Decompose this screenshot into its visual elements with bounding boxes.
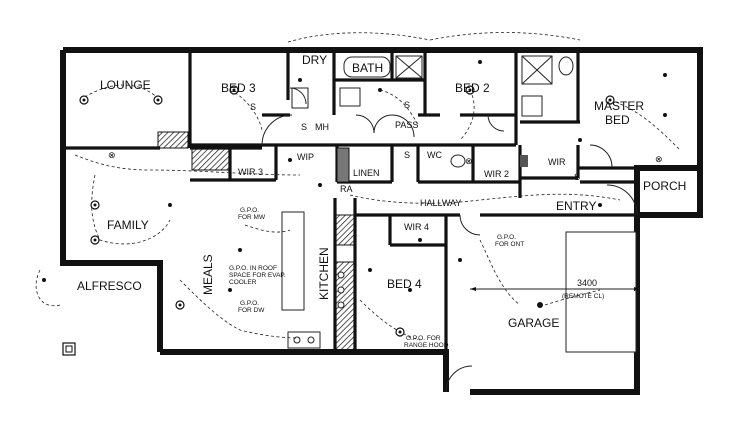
room-label-hallway: HALLWAY bbox=[420, 198, 461, 208]
room-label-entry: ENTRY bbox=[556, 199, 596, 213]
room-label-dry: DRY bbox=[302, 53, 327, 67]
room-label-ra: RA bbox=[340, 184, 353, 194]
room-labels: LOUNGE BED 3 DRY BATH BED 2 MASTER BED M… bbox=[77, 53, 686, 330]
smoke-detector-symbol: ⊗ bbox=[108, 150, 116, 160]
note-gpo-roof-line3: COOLER bbox=[229, 279, 257, 286]
light-points bbox=[42, 60, 692, 337]
note-gpo-ont-line1: G.P.O. bbox=[497, 234, 516, 241]
room-label-master-bed-line1: MASTER bbox=[594, 99, 644, 113]
note-gpo-dw-line2: FOR DW bbox=[238, 307, 265, 314]
room-label-wir: WIR bbox=[548, 157, 566, 167]
note-gpo-roof-line2: SPACE FOR EVAP. bbox=[229, 272, 286, 279]
room-label-garage: GARAGE bbox=[508, 316, 559, 330]
switch-symbols: S S S S S ⊗ ⊗ ⊗ bbox=[108, 100, 663, 182]
smoke-detector-symbol: ⊗ bbox=[465, 156, 473, 166]
electrical-notes: G.P.O. FOR MW G.P.O. IN ROOF SPACE FOR E… bbox=[229, 207, 604, 349]
fixtures bbox=[261, 55, 640, 393]
room-label-wir3: WIR 3 bbox=[238, 167, 263, 177]
room-label-bed3: BED 3 bbox=[221, 81, 256, 95]
note-gpo-mw-line1: G.P.O. bbox=[240, 207, 259, 214]
switch-symbol: S bbox=[301, 122, 307, 132]
room-label-lounge: LOUNGE bbox=[100, 78, 151, 92]
smoke-detector-symbol: ⊗ bbox=[655, 154, 663, 164]
room-label-family: FAMILY bbox=[107, 218, 149, 232]
switch-symbol: S bbox=[404, 100, 410, 110]
note-gpo-roof-line1: G.P.O. IN ROOF bbox=[229, 265, 277, 272]
room-label-wip: WIP bbox=[297, 152, 314, 162]
room-label-wir2: WIR 2 bbox=[484, 169, 509, 179]
room-label-alfresco: ALFRESCO bbox=[77, 279, 142, 293]
note-gpo-range-line1: G.P.O. FOR bbox=[406, 335, 441, 342]
room-label-bed2: BED 2 bbox=[455, 81, 490, 95]
note-gpo-range-line2: RANGE HOOD bbox=[404, 342, 449, 349]
switch-symbol: S bbox=[404, 150, 410, 160]
room-label-meals: MEALS bbox=[201, 254, 215, 295]
garage-door-dimension: 3400 bbox=[577, 278, 597, 288]
room-label-wc: WC bbox=[427, 150, 442, 160]
note-gpo-dw-line1: G.P.O. bbox=[240, 300, 259, 307]
room-label-mh: MH bbox=[315, 122, 329, 132]
room-label-master-bed-line2: BED bbox=[605, 113, 630, 127]
note-gpo-mw-line2: FOR MW bbox=[238, 214, 266, 221]
room-label-kitchen: KITCHEN bbox=[317, 247, 331, 300]
switch-symbol: S bbox=[574, 172, 580, 182]
room-label-bath: BATH bbox=[352, 61, 383, 75]
room-label-wir4: WIR 4 bbox=[404, 222, 429, 232]
room-label-pass: PASS bbox=[395, 120, 418, 130]
internal-walls bbox=[62, 52, 637, 356]
electrical-wiring bbox=[35, 32, 681, 341]
switch-symbol: S bbox=[250, 102, 256, 112]
note-gpo-ont-line2: FOR ONT bbox=[495, 241, 524, 248]
room-label-linen: LINEN bbox=[353, 168, 380, 178]
room-label-porch: PORCH bbox=[643, 179, 686, 193]
room-label-bed4: BED 4 bbox=[387, 277, 422, 291]
garage-remote-note: (REMOTE CL) bbox=[562, 293, 604, 300]
